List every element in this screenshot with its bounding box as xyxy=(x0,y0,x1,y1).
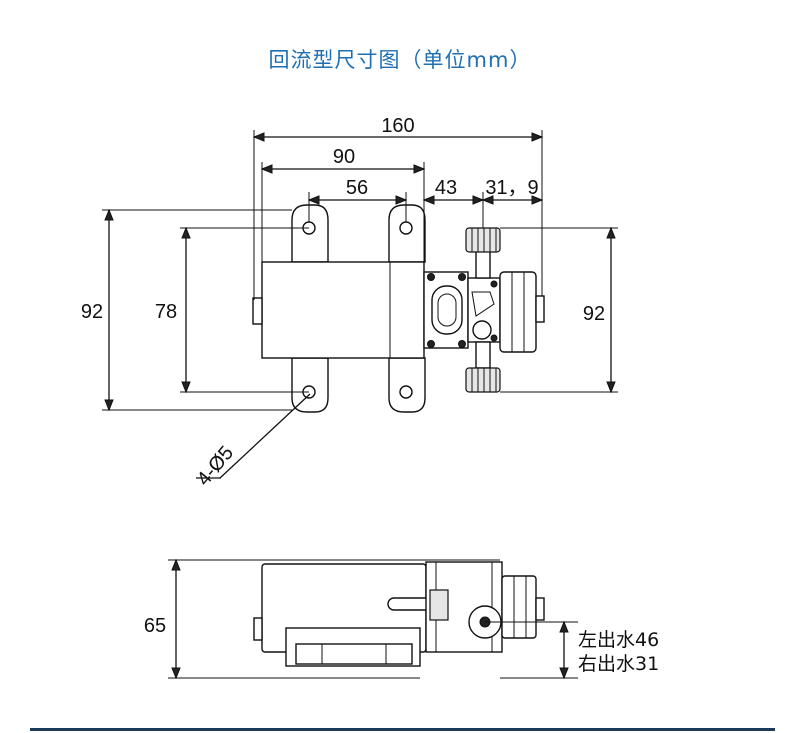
mounting-foot-top-right xyxy=(388,204,426,263)
dim-overall-length: 160 xyxy=(381,115,414,137)
mounting-foot-bottom-left xyxy=(291,357,329,413)
dim-height-left: 92 xyxy=(81,301,103,323)
page-title: 回流型尺寸图（单位mm） xyxy=(268,48,532,72)
dim-head-length: 43 xyxy=(435,177,457,199)
motor-end-cap xyxy=(252,297,263,325)
pump-head xyxy=(423,227,545,393)
footer-divider xyxy=(30,728,775,731)
dim-height-right: 92 xyxy=(583,303,605,325)
dim-hole-height: 78 xyxy=(155,301,177,323)
mounting-foot-bottom-right xyxy=(388,357,426,413)
hole-leader-line xyxy=(219,393,311,479)
dim-motor-length: 90 xyxy=(333,146,355,168)
outlet-left-note: 左出水46 xyxy=(578,629,659,651)
hole-callout: 4-Ø5 xyxy=(193,442,238,490)
dim-hole-spacing: 56 xyxy=(346,177,368,199)
motor-body xyxy=(261,261,425,359)
dim-lines-vertical xyxy=(102,208,618,412)
top-view: 160 90 56 43 31，9 92 78 92 4-Ø5 xyxy=(81,115,618,490)
dim-lines-horizontal xyxy=(252,130,544,300)
mounting-foot-top-left xyxy=(291,204,329,263)
side-view: 65 左出水46 右出水31 xyxy=(144,558,659,680)
outlet-right-note: 右出水31 xyxy=(578,653,659,675)
dim-side-height: 65 xyxy=(144,615,166,637)
dim-outlet-offset: 31，9 xyxy=(485,177,538,199)
